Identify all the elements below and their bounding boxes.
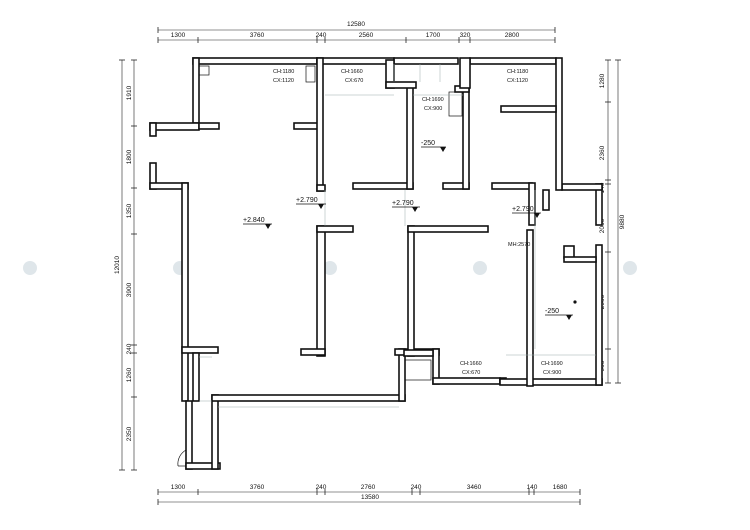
right-segment-dimension: 1280 — [599, 73, 606, 88]
bottom-segment-dimension: 3760 — [250, 484, 265, 491]
elevation-arrow-icon — [265, 224, 271, 229]
right-dimension-chain: 1280 2360 140 2060 2900 900 9880 — [599, 59, 626, 384]
elevation-label: +2.790 — [392, 200, 414, 207]
elevation-label: +2.790 — [296, 197, 318, 204]
top-segment-dimension: 2800 — [505, 32, 520, 39]
window-height-note: CH:1690 — [541, 361, 563, 367]
window-height-note: CH:1660 — [341, 69, 363, 75]
right-segment-dimension: 2060 — [599, 218, 606, 233]
top-segment-dimension: 1300 — [171, 32, 186, 39]
bottom-segment-dimension: 240 — [411, 484, 422, 491]
right-segment-dimension: 2360 — [599, 145, 606, 160]
left-segment-dimension: 1260 — [126, 367, 133, 382]
top-dimension-chain: 12580 1300 3760 240 2560 1700 320 2800 — [157, 21, 556, 43]
elevation-label: +2.790 — [512, 206, 534, 213]
walls — [149, 57, 603, 470]
elevation-label: -250 — [545, 308, 559, 315]
elevation-marks: +2.840 +2.790 +2.790 +2.790 -250 -250 — [243, 140, 573, 320]
window-width-note: CX:670 — [345, 78, 363, 84]
elevation-arrow-icon — [534, 213, 540, 218]
window-height-note: CH:1180 — [273, 69, 294, 75]
fixtures — [177, 64, 596, 467]
elevation-arrow-icon — [440, 147, 446, 152]
window-notes: CH:1180 CX:1120 CH:1660 CX:670 CH:1690 C… — [273, 69, 563, 376]
elevation-arrow-icon — [566, 315, 572, 320]
elevation-label: +2.840 — [243, 217, 265, 224]
top-segment-dimension: 2560 — [359, 32, 374, 39]
bottom-segment-dimension: 140 — [527, 484, 538, 491]
left-segment-dimension: 3900 — [126, 282, 133, 297]
left-dimension-chain: 12010 1910 1800 1350 3900 240 1260 2350 — [114, 59, 137, 471]
bottom-segment-dimension: 240 — [316, 484, 327, 491]
window-width-note: CX:900 — [424, 106, 442, 112]
window-height-note: CH:1180 — [507, 69, 528, 75]
left-segment-dimension: 240 — [126, 343, 133, 354]
bottom-segment-dimension: 2760 — [361, 484, 376, 491]
left-segment-dimension: 1800 — [126, 149, 133, 164]
bottom-segment-dimension: 3460 — [467, 484, 482, 491]
top-segment-dimension: 3760 — [250, 32, 265, 39]
top-segment-dimension: 240 — [316, 32, 327, 39]
bottom-dimension-chain: 1300 3760 240 2760 240 3460 140 1680 135… — [157, 484, 581, 505]
left-segment-dimension: 1350 — [126, 203, 133, 218]
window-height-note: CH:1660 — [460, 361, 482, 367]
top-segment-dimension: 320 — [460, 32, 471, 39]
window-width-note: CX:900 — [543, 370, 561, 376]
left-total-dimension: 12010 — [114, 256, 121, 274]
elevation-label: -250 — [421, 140, 435, 147]
top-segment-dimension: 1700 — [426, 32, 441, 39]
right-total-dimension: 9880 — [619, 214, 626, 229]
bottom-segment-dimension: 1680 — [553, 484, 568, 491]
top-total-dimension: 12580 — [347, 21, 365, 28]
elevation-arrow-icon — [318, 204, 324, 209]
window-height-note: CH:1690 — [422, 97, 444, 103]
bottom-total-dimension: 13580 — [361, 494, 379, 501]
elevation-arrow-icon — [412, 207, 418, 212]
door-height-note: MH:2570 — [508, 242, 530, 248]
left-segment-dimension: 2350 — [126, 426, 133, 441]
bottom-segment-dimension: 1300 — [171, 484, 186, 491]
window-width-note: CX:670 — [462, 370, 480, 376]
window-width-note: CX:1120 — [507, 78, 528, 84]
window-width-note: CX:1120 — [273, 78, 294, 84]
left-segment-dimension: 1910 — [126, 85, 133, 100]
